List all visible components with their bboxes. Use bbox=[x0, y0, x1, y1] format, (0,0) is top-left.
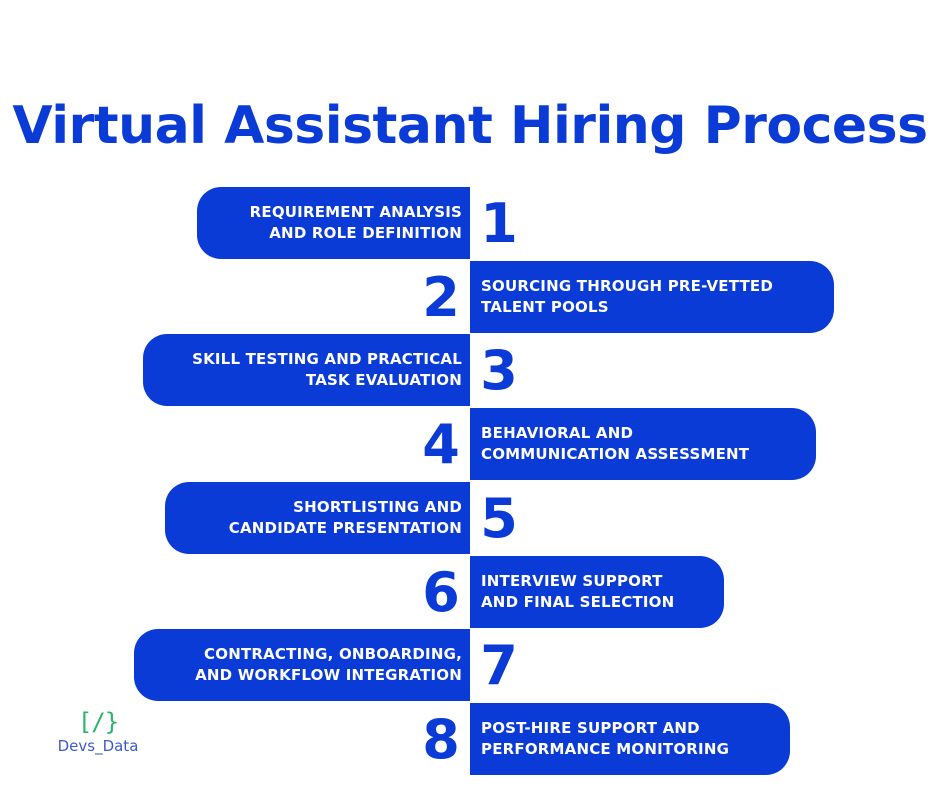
step-4-bar: BEHAVIORAL AND COMMUNICATION ASSESSMENT bbox=[470, 408, 816, 480]
step-7-bar: CONTRACTING, ONBOARDING, AND WORKFLOW IN… bbox=[134, 629, 470, 701]
step-2-label: SOURCING THROUGH PRE-VETTED TALENT POOLS bbox=[481, 277, 774, 316]
step-5-number: 5 bbox=[480, 486, 518, 550]
step-3-label: SKILL TESTING AND PRACTICAL TASK EVALUAT… bbox=[192, 350, 462, 389]
step-8-bar: POST-HIRE SUPPORT AND PERFORMANCE MONITO… bbox=[470, 703, 790, 775]
code-bracket-icon: [/} bbox=[77, 708, 119, 736]
step-3-bar: SKILL TESTING AND PRACTICAL TASK EVALUAT… bbox=[143, 334, 470, 406]
step-6-number: 6 bbox=[422, 560, 460, 624]
step-4-label: BEHAVIORAL AND COMMUNICATION ASSESSMENT bbox=[481, 424, 750, 463]
step-3-number: 3 bbox=[480, 338, 518, 402]
step-1-bar: REQUIREMENT ANALYSIS AND ROLE DEFINITION bbox=[197, 187, 470, 259]
step-5-label: SHORTLISTING AND CANDIDATE PRESENTATION bbox=[228, 498, 462, 537]
step-8-number: 8 bbox=[422, 707, 460, 771]
step-2-number: 2 bbox=[422, 265, 460, 329]
step-6-bar: INTERVIEW SUPPORT AND FINAL SELECTION bbox=[470, 556, 724, 628]
step-7-number: 7 bbox=[480, 633, 518, 697]
step-5-bar: SHORTLISTING AND CANDIDATE PRESENTATION bbox=[165, 482, 470, 554]
step-2-bar: SOURCING THROUGH PRE-VETTED TALENT POOLS bbox=[470, 261, 834, 333]
step-1-number: 1 bbox=[480, 191, 518, 255]
devsdata-logo: [/} Devs_Data bbox=[52, 708, 144, 756]
step-7-label: CONTRACTING, ONBOARDING, AND WORKFLOW IN… bbox=[195, 645, 462, 684]
step-4-number: 4 bbox=[422, 412, 460, 476]
logo-name: Devs_Data bbox=[57, 737, 139, 755]
step-1-label: REQUIREMENT ANALYSIS AND ROLE DEFINITION bbox=[249, 203, 462, 242]
page-title: Virtual Assistant Hiring Process bbox=[12, 96, 928, 156]
step-8-label: POST-HIRE SUPPORT AND PERFORMANCE MONITO… bbox=[481, 719, 730, 758]
step-6-label: INTERVIEW SUPPORT AND FINAL SELECTION bbox=[481, 572, 675, 611]
